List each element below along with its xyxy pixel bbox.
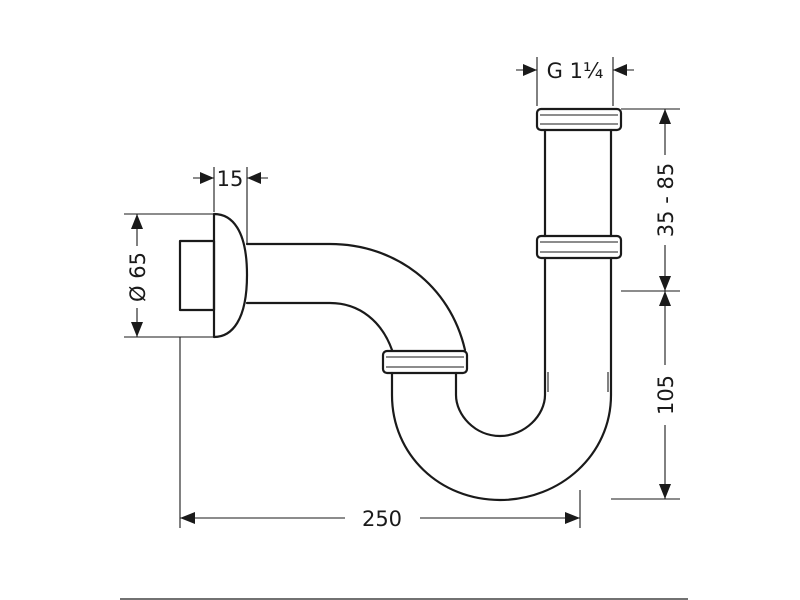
- height-label: 105: [654, 375, 678, 415]
- horizontal-pipe: [245, 242, 467, 352]
- union-nut-lower: [381, 349, 469, 375]
- thread-label: G 1¼: [547, 59, 604, 83]
- height-adjust-label: 35 - 85: [654, 163, 678, 237]
- dimension-thread: G 1¼: [516, 57, 634, 106]
- union-nut-middle: [535, 234, 623, 260]
- wall-flange: [178, 212, 249, 339]
- u-bend-trap: [390, 256, 613, 502]
- flange-depth-label: 15: [217, 167, 244, 191]
- overall-length-label: 250: [362, 507, 402, 531]
- dimension-flange-diameter: Ø 65: [124, 213, 214, 338]
- dimension-height: 105: [611, 290, 680, 500]
- upper-pipe: [543, 128, 613, 238]
- dimension-flange-depth: 15: [193, 167, 268, 244]
- flange-diameter-label: Ø 65: [126, 252, 150, 302]
- dimension-height-adjust: 35 - 85: [621, 108, 680, 292]
- union-nut-top: [535, 107, 623, 132]
- dimension-overall-length: 250: [179, 337, 581, 531]
